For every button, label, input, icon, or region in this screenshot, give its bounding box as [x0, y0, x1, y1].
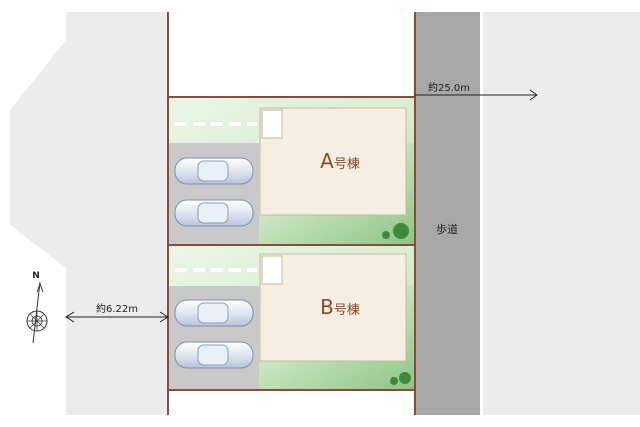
lot-a-tree-small [382, 231, 390, 239]
lot-b-car-2 [174, 341, 254, 369]
lot-b-building-letter: B [320, 295, 334, 319]
east-block [483, 12, 640, 415]
lot-b-tree-large [399, 372, 411, 384]
compass-icon: N [26, 271, 48, 344]
lot-a-building-label: A号棟 [320, 149, 360, 173]
lot-a-car-1 [174, 157, 254, 185]
lot-b-building [259, 253, 407, 362]
lot-a-building [259, 107, 407, 216]
lot-a-tree-large [393, 223, 409, 239]
lot-a: A号棟 [169, 98, 414, 244]
lot-b-building-suffix: 号棟 [334, 303, 360, 318]
compass-north-label: N [32, 271, 40, 281]
lot-a-porch [261, 109, 283, 139]
lot-b-tree-small [390, 377, 398, 385]
west-road-dimension: 約6.22m [65, 302, 169, 323]
sidewalk [415, 12, 480, 415]
frontage-dimension-label: 約25.0m [428, 81, 470, 94]
west-road [10, 12, 168, 415]
frontage-dimension: 約25.0m [415, 81, 538, 101]
lot-a-car-2 [174, 199, 254, 227]
lot-b-porch [261, 255, 283, 285]
sidewalk-label: 歩道 [436, 222, 458, 236]
lot-a-building-letter: A [320, 149, 334, 173]
lot-a-building-suffix: 号棟 [334, 157, 360, 172]
lot-b-car-1 [174, 299, 254, 327]
lot-b-building-label: B号棟 [320, 295, 360, 319]
lot-b: B号棟 [169, 246, 414, 389]
west-road-dimension-label: 約6.22m [96, 302, 138, 315]
